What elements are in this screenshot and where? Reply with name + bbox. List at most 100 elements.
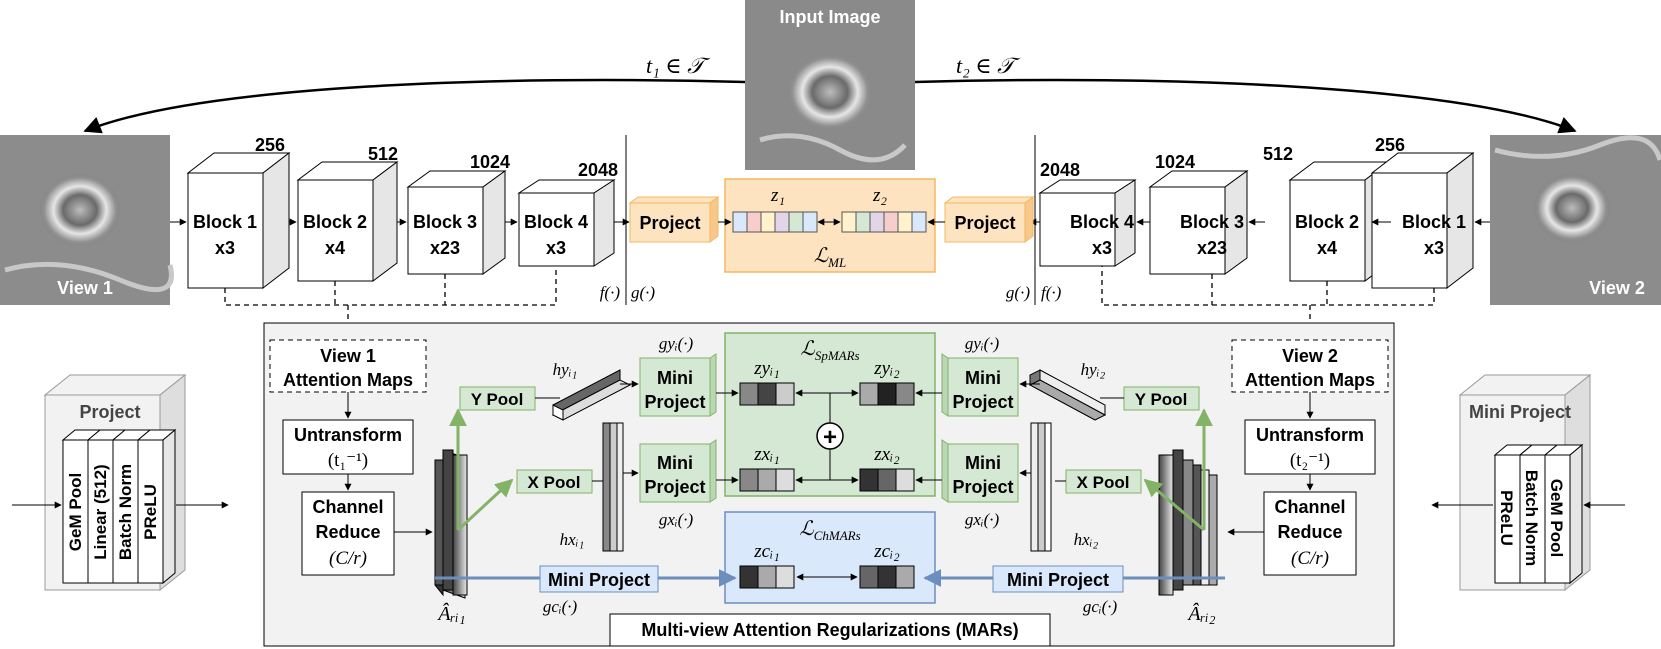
view-1-image: View 1: [0, 135, 174, 305]
mini-project-y-right-1: Mini: [965, 368, 1001, 388]
mini-project-y-left-2: Project: [644, 392, 705, 412]
transform-arrow-right: [914, 78, 1577, 134]
zc1-vector: [739, 565, 795, 589]
input-image: Input Image: [745, 0, 915, 170]
zx2-vector: [859, 468, 915, 492]
mini-project-x-left-1: Mini: [657, 453, 693, 473]
view-2-label: View 2: [1589, 278, 1645, 298]
attn2-line1: View 2: [1282, 346, 1338, 366]
left-block-2-reps: x4: [325, 238, 345, 258]
t2-label: t₂ ∈ 𝒯: [956, 53, 1021, 78]
mini-project-x-right-1: Mini: [965, 453, 1001, 473]
x-pool-left: X Pool: [516, 469, 593, 494]
zx1-vector: [739, 468, 795, 492]
right-block-1: Block 1 x3 256: [1370, 135, 1475, 290]
chmars-loss-label: ℒChMARs: [799, 518, 860, 543]
zc2-vector: [859, 565, 915, 589]
attention-stack-left: [434, 449, 468, 599]
untransform-right-arg: (t₂⁻¹): [1290, 450, 1330, 471]
zy2-vector: [859, 382, 915, 406]
project-legend: Project GeM Pool Linear (512) Batch Norm…: [43, 373, 187, 592]
plus-symbol: +: [823, 424, 837, 451]
a-hat-left: Âᵣᵢ₁: [436, 602, 465, 625]
mini-project-y-left: Mini Project: [639, 353, 717, 417]
attention-stack-right: [1158, 449, 1218, 596]
left-block-2-channels: 512: [368, 144, 398, 164]
right-block-4-reps: x3: [1092, 238, 1112, 258]
hy-right-label: hyᵢ₂: [1081, 360, 1106, 379]
right-block-1-reps: x3: [1424, 238, 1444, 258]
x-pool-right-label: X Pool: [1077, 473, 1130, 492]
z1-label: z₁: [770, 185, 785, 206]
untransform-right-label: Untransform: [1256, 425, 1364, 445]
y-pool-left: Y Pool: [459, 386, 536, 411]
ml-loss-label: ℒML: [814, 245, 846, 270]
right-block-3: Block 3 x23 1024: [1148, 152, 1249, 275]
left-block-3: Block 3 x23 1024: [406, 152, 510, 275]
right-block-2-channels: 512: [1263, 144, 1293, 164]
left-backbone: Block 1 x3 256 Block 2 x4 512 Block 3 x2…: [186, 135, 618, 290]
right-block-3-channels: 1024: [1155, 152, 1195, 172]
project-legend-layer-3: Batch Norm: [116, 464, 135, 560]
view-1-label: View 1: [57, 278, 113, 298]
right-block-2-name: Block 2: [1295, 212, 1359, 232]
view-1-attention-maps: [269, 339, 427, 393]
right-block-1-name: Block 1: [1402, 212, 1466, 232]
mini-project-c-right-label: Mini Project: [1007, 570, 1109, 590]
untransform-left: [282, 419, 414, 475]
f-label-left: f(·): [600, 283, 621, 302]
hy-bar-right: [1028, 369, 1107, 421]
project-left-label: Project: [639, 213, 700, 233]
x-pool-left-label: X Pool: [528, 473, 581, 492]
left-block-1: Block 1 x3 256: [186, 135, 291, 290]
mars-title: Multi-view Attention Regularizations (MA…: [641, 620, 1018, 640]
right-block-1-channels: 256: [1375, 135, 1405, 155]
project-left: Project: [628, 196, 720, 243]
g-label-left: g(·): [631, 283, 655, 302]
mini-project-y-left-1: Mini: [657, 368, 693, 388]
right-block-3-name: Block 3: [1180, 212, 1244, 232]
gc-left-label: gcᵢ(·): [543, 597, 578, 616]
x-pool-right: X Pool: [1065, 469, 1142, 494]
a-hat-right: Âᵣᵢ₂: [1186, 602, 1215, 625]
mini-project-x-right: Mini Project: [941, 439, 1019, 503]
zy1-vector: [739, 382, 795, 406]
zy1-label: zyᵢ₁: [753, 358, 779, 379]
mini-project-legend-layer-2: Batch Norm: [1522, 470, 1541, 566]
mini-project-legend: Mini Project GeM Pool Batch Norm PReLU: [1458, 373, 1592, 592]
mini-project-legend-layer-3: PReLU: [1497, 490, 1516, 546]
input-image-label: Input Image: [779, 7, 880, 27]
project-legend-layer-2: Linear (512): [91, 464, 110, 559]
left-block-1-name: Block 1: [193, 212, 257, 232]
left-block-2: Block 2 x4 512: [296, 144, 399, 282]
project-right: Project: [943, 196, 1035, 243]
transform-arrow-left: [83, 78, 746, 134]
mini-project-x-left: Mini Project: [639, 439, 717, 503]
left-block-1-channels: 256: [255, 135, 285, 155]
left-block-4: Block 4 x3 2048: [517, 160, 618, 267]
left-block-3-name: Block 3: [413, 212, 477, 232]
right-block-2-reps: x4: [1317, 238, 1337, 258]
channel-reduce-left-2: Reduce: [315, 522, 380, 542]
gx-right-label: gxᵢ(·): [965, 510, 1000, 529]
hx-bar-right: [1030, 422, 1052, 552]
channel-reduce-right: [1263, 491, 1357, 576]
left-block-4-name: Block 4: [524, 212, 588, 232]
spmars-loss-label: ℒSpMARs: [800, 338, 859, 363]
gc-right-label: gcᵢ(·): [1083, 597, 1118, 616]
zc1-label: zcᵢ₁: [753, 541, 779, 562]
f-label-right: f(·): [1041, 283, 1062, 302]
right-block-4-name: Block 4: [1070, 212, 1134, 232]
hy-left-label: hyᵢ₁: [553, 360, 578, 379]
hx-bar-left: [602, 422, 624, 552]
mini-project-legend-title: Mini Project: [1469, 402, 1571, 422]
left-block-4-reps: x3: [546, 238, 566, 258]
ml-loss-box: z₁ z₂ ℒML: [724, 178, 936, 273]
channel-reduce-left-3: (C/r): [329, 548, 367, 569]
zx2-label: zxᵢ₂: [873, 444, 900, 465]
right-block-3-reps: x23: [1197, 238, 1227, 258]
channel-reduce-left: [301, 491, 395, 576]
channel-reduce-right-2: Reduce: [1277, 522, 1342, 542]
mini-project-c-left: Mini Project: [539, 565, 659, 593]
